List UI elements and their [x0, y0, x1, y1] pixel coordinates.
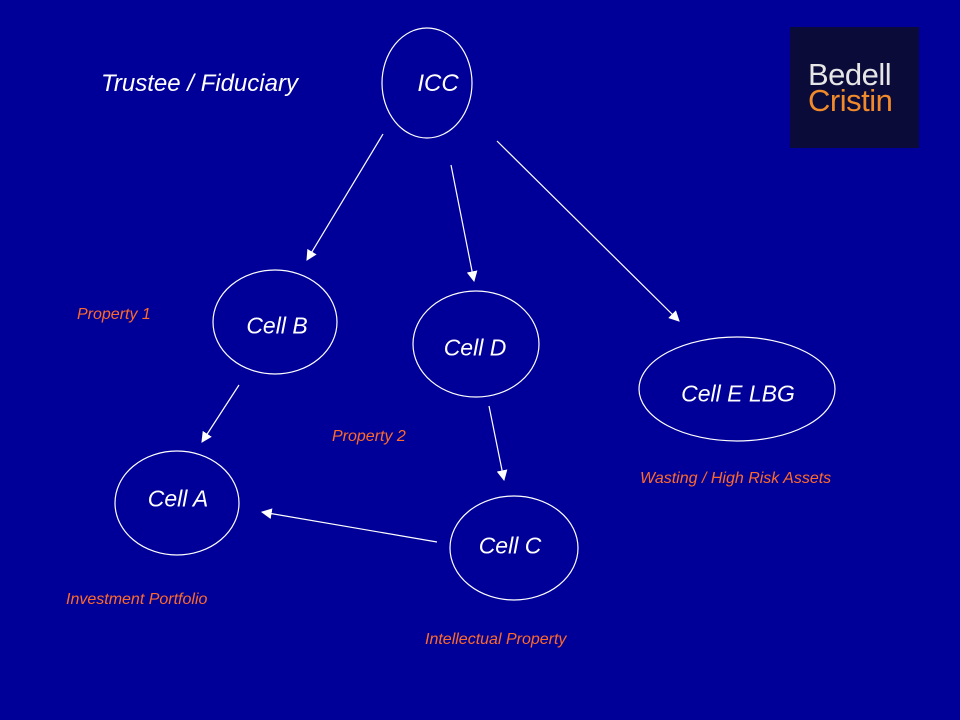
- node-cell-e-ellipse: [638, 336, 836, 442]
- node-cell-d-label: Cell D: [443, 334, 507, 361]
- node-cell-c-label: Cell C: [478, 532, 542, 559]
- node-cell-a-label: Cell A: [147, 485, 209, 512]
- note-property-2: Property 2: [332, 428, 406, 445]
- arrow-cell-d-to-cell-c: [488, 405, 508, 482]
- node-icc-label: ICC: [417, 70, 459, 97]
- note-investment-portfolio: Investment Portfolio: [66, 591, 208, 608]
- diagram-title: Trustee / Fiduciary: [101, 70, 298, 97]
- arrow-icc-to-cell-e: [496, 140, 680, 322]
- note-intellectual-property: Intellectual Property: [425, 631, 567, 648]
- node-cell-b-ellipse: [212, 269, 338, 375]
- bedell-cristin-logo: Bedell Cristin: [790, 27, 919, 148]
- arrow-icc-to-cell-b: [306, 133, 384, 261]
- node-cell-a-ellipse: [114, 450, 240, 556]
- logo-line-1: Bedell: [808, 57, 892, 92]
- arrow-cell-c-to-cell-a: [260, 508, 438, 543]
- node-cell-e-label: Cell E LBG: [681, 380, 795, 407]
- node-cell-d-ellipse: [412, 290, 540, 398]
- logo-line-2: Cristin: [808, 83, 893, 118]
- node-cell-c-ellipse: [449, 495, 579, 601]
- node-cell-b-label: Cell B: [246, 312, 308, 339]
- note-property-1: Property 1: [77, 306, 151, 323]
- arrow-icc-to-cell-d: [450, 164, 478, 283]
- note-wasting-high-risk-assets: Wasting / High Risk Assets: [640, 470, 832, 487]
- node-icc-ellipse: [381, 27, 473, 139]
- arrow-cell-b-to-cell-a: [201, 384, 240, 443]
